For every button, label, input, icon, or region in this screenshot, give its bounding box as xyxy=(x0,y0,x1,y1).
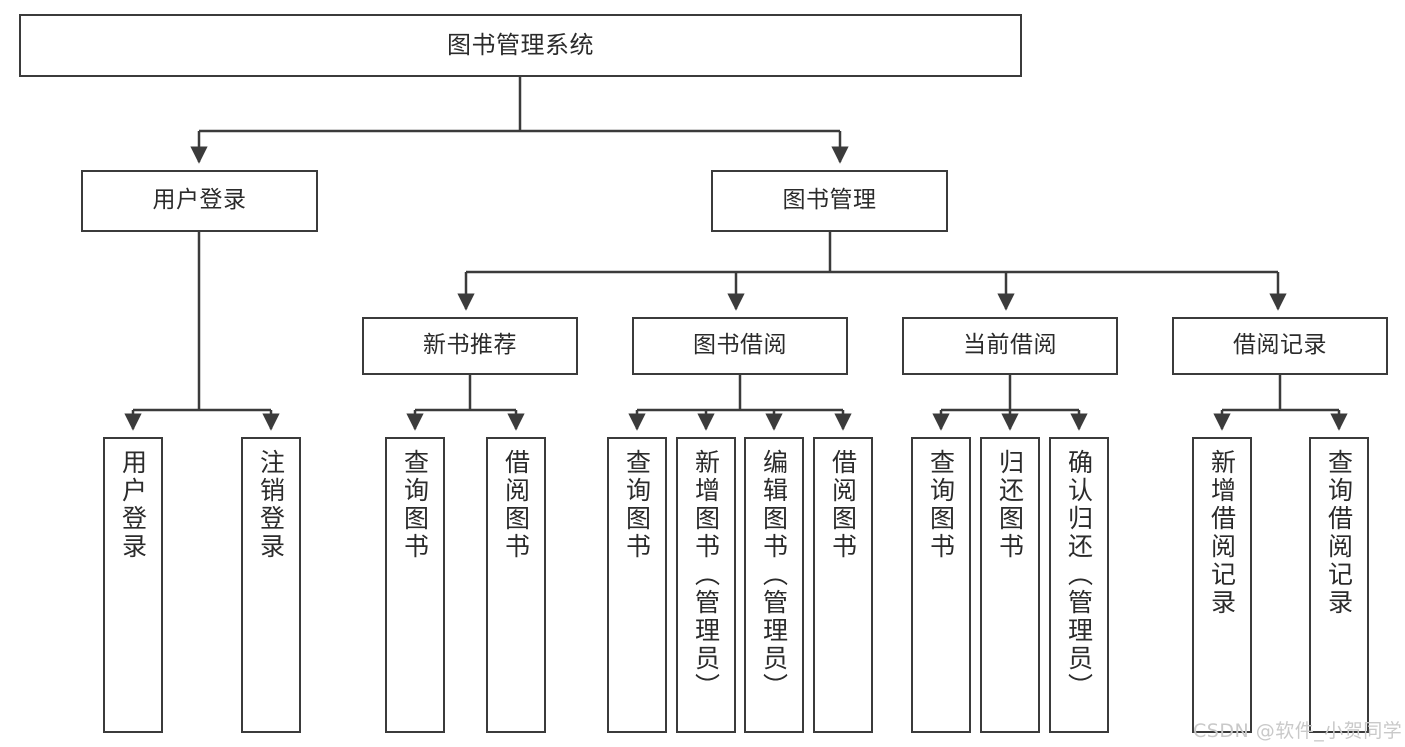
node-leaf-query-book-3[interactable]: 查询图书 xyxy=(911,437,971,733)
node-leaf-add-book[interactable]: 新增图书（管理员） xyxy=(676,437,736,733)
node-user-login[interactable]: 用户登录 xyxy=(81,170,318,232)
node-leaf-query-book-2-label: 查询图书 xyxy=(622,449,652,561)
node-book-borrow-label: 图书借阅 xyxy=(693,332,787,359)
node-root-label: 图书管理系统 xyxy=(447,31,594,60)
node-leaf-query-record-label: 查询借阅记录 xyxy=(1324,449,1354,617)
node-leaf-user-login-label: 用户登录 xyxy=(118,449,148,561)
node-leaf-user-logout-label: 注销登录 xyxy=(256,449,286,561)
node-current-borrow[interactable]: 当前借阅 xyxy=(902,317,1118,375)
node-leaf-user-logout[interactable]: 注销登录 xyxy=(241,437,301,733)
node-leaf-query-book-3-label: 查询图书 xyxy=(926,449,956,561)
node-leaf-add-record[interactable]: 新增借阅记录 xyxy=(1192,437,1252,733)
node-book-manage-label: 图书管理 xyxy=(782,187,877,214)
node-leaf-query-record[interactable]: 查询借阅记录 xyxy=(1309,437,1369,733)
node-book-borrow[interactable]: 图书借阅 xyxy=(632,317,848,375)
node-new-book-recommend-label: 新书推荐 xyxy=(423,332,517,359)
node-new-book-recommend[interactable]: 新书推荐 xyxy=(362,317,578,375)
node-leaf-query-book-1[interactable]: 查询图书 xyxy=(385,437,445,733)
node-book-manage[interactable]: 图书管理 xyxy=(711,170,948,232)
node-leaf-edit-book-label: 编辑图书（管理员） xyxy=(759,449,789,701)
node-leaf-borrow-book-2[interactable]: 借阅图书 xyxy=(813,437,873,733)
node-leaf-return-book[interactable]: 归还图书 xyxy=(980,437,1040,733)
node-leaf-add-record-label: 新增借阅记录 xyxy=(1207,449,1237,617)
node-leaf-edit-book[interactable]: 编辑图书（管理员） xyxy=(744,437,804,733)
watermark: CSDN @软件_小贺同学 xyxy=(1193,720,1403,742)
node-borrow-record[interactable]: 借阅记录 xyxy=(1172,317,1388,375)
node-leaf-borrow-book-2-label: 借阅图书 xyxy=(828,449,858,561)
node-user-login-label: 用户登录 xyxy=(152,187,247,214)
node-root[interactable]: 图书管理系统 xyxy=(19,14,1022,77)
node-leaf-add-book-label: 新增图书（管理员） xyxy=(691,449,721,701)
node-leaf-user-login[interactable]: 用户登录 xyxy=(103,437,163,733)
node-leaf-confirm-return-label: 确认归还（管理员） xyxy=(1064,449,1094,701)
node-leaf-query-book-2[interactable]: 查询图书 xyxy=(607,437,667,733)
node-leaf-borrow-book-1[interactable]: 借阅图书 xyxy=(486,437,546,733)
node-current-borrow-label: 当前借阅 xyxy=(963,332,1057,359)
node-leaf-query-book-1-label: 查询图书 xyxy=(400,449,430,561)
node-leaf-borrow-book-1-label: 借阅图书 xyxy=(501,449,531,561)
node-leaf-confirm-return[interactable]: 确认归还（管理员） xyxy=(1049,437,1109,733)
node-borrow-record-label: 借阅记录 xyxy=(1233,332,1327,359)
node-leaf-return-book-label: 归还图书 xyxy=(995,449,1025,561)
